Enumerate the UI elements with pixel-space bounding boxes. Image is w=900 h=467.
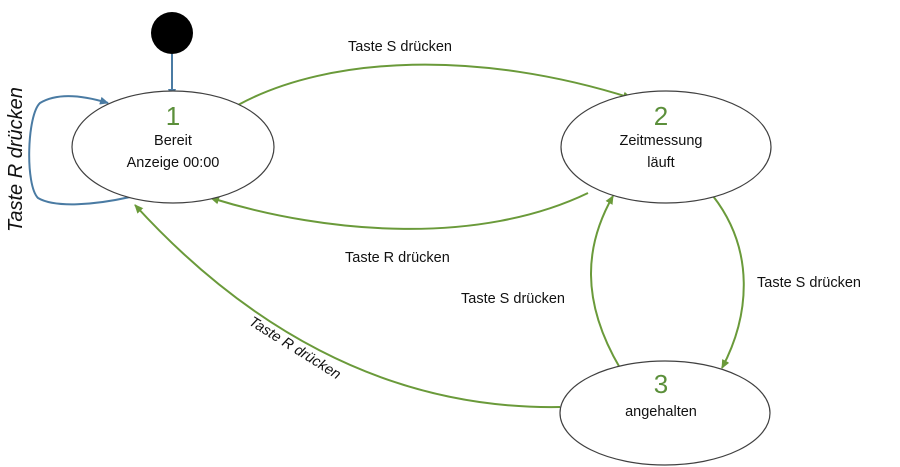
state-2-line1: Zeitmessung xyxy=(619,133,702,149)
transition-3-to-1-label: Taste R drücken xyxy=(246,314,344,383)
transition-2-to-3 xyxy=(712,195,745,369)
state-2: 2 Zeitmessung läuft xyxy=(560,90,772,204)
state-3-number: 3 xyxy=(654,369,668,399)
state-1-line2: Anzeige 00:00 xyxy=(127,155,220,171)
transition-1-to-2-label: Taste S drücken xyxy=(348,39,452,55)
transition-2-to-1-label: Taste R drücken xyxy=(345,250,450,266)
state-3-line1: angehalten xyxy=(625,404,697,420)
self-loop-label: Taste R drücken xyxy=(5,87,27,232)
state-1-ellipse xyxy=(71,90,275,204)
self-loop-arrow-1 xyxy=(28,95,131,206)
state-2-number: 2 xyxy=(654,101,668,131)
transition-3-to-2-label: Taste S drücken xyxy=(461,291,565,307)
state-1-number: 1 xyxy=(166,101,180,131)
state-3-ellipse xyxy=(559,360,771,466)
transition-3-to-2 xyxy=(590,195,621,369)
initial-state-dot xyxy=(151,12,193,54)
state-1-line1: Bereit xyxy=(154,133,192,149)
state-2-ellipse xyxy=(560,90,772,204)
state-1: 1 Bereit Anzeige 00:00 xyxy=(71,90,275,204)
transition-3-to-1 xyxy=(134,204,561,409)
state-3: 3 angehalten xyxy=(559,360,771,466)
transition-2-to-1 xyxy=(210,192,589,230)
transition-1-to-2 xyxy=(237,63,632,106)
transition-2-to-3-label: Taste S drücken xyxy=(757,275,861,291)
state-2-line2: läuft xyxy=(647,155,674,171)
